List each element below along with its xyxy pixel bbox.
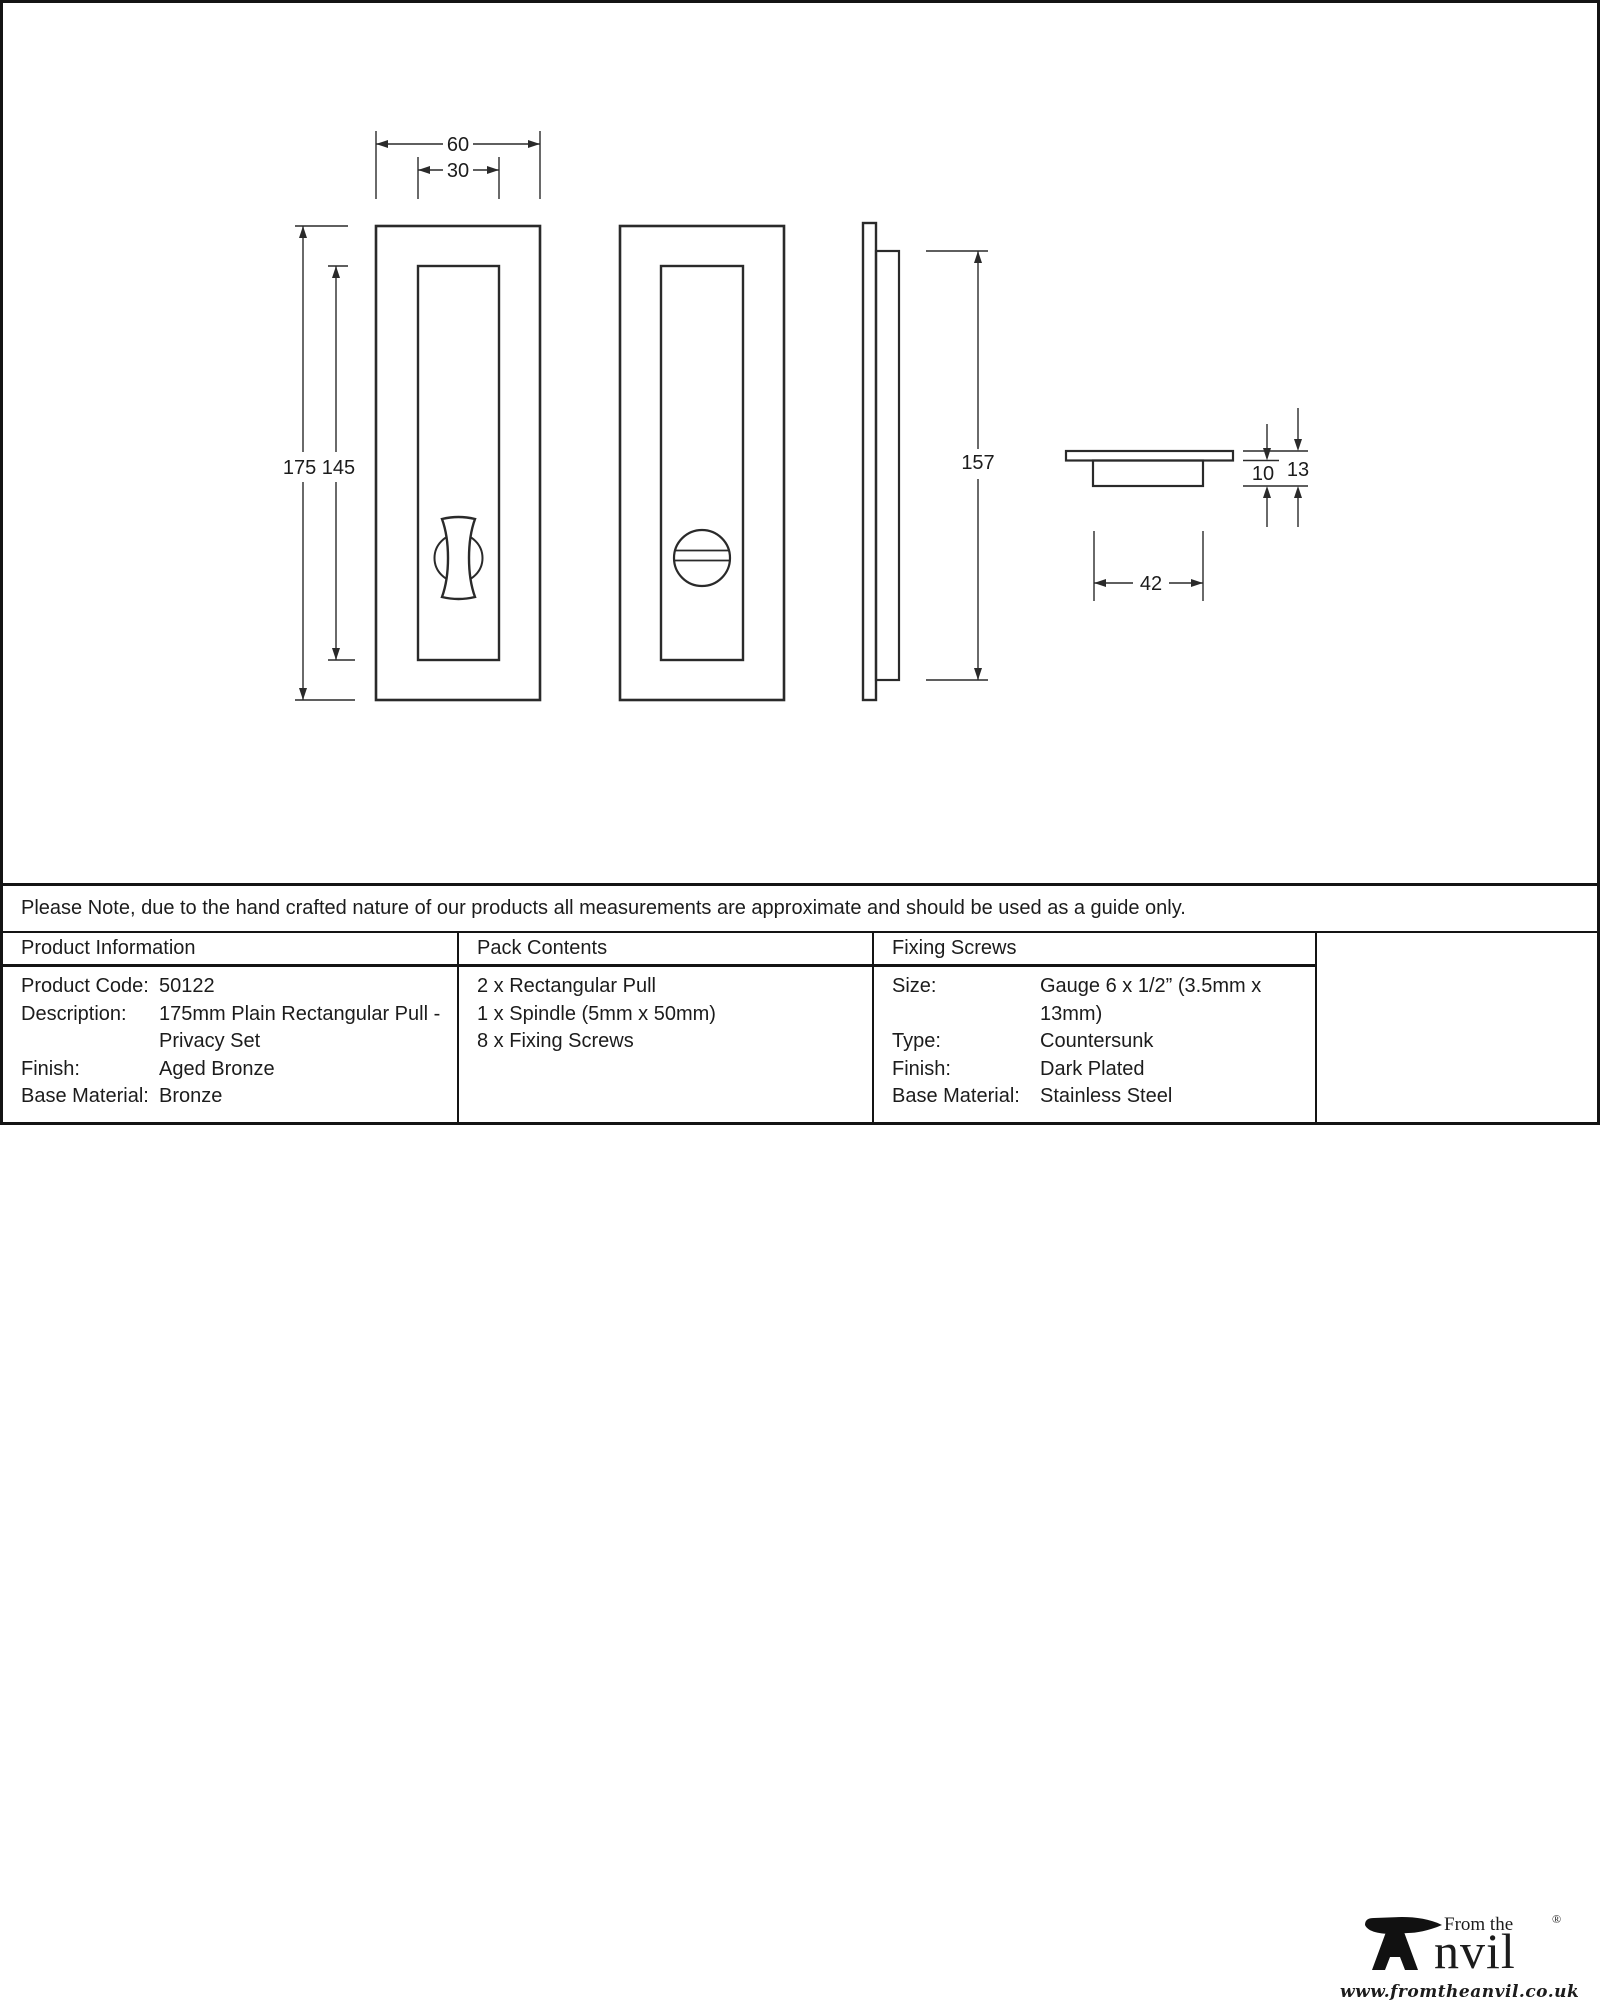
thumbturn-lever — [440, 515, 477, 601]
header-product-information: Product Information — [21, 937, 196, 959]
row-value: Gauge 6 x 1/2” (3.5mm x 13mm) — [1040, 975, 1262, 1025]
dim-heights: 175 145 — [283, 457, 355, 479]
table-row: Product Code: 50122 — [21, 973, 446, 1001]
row-label: Type: — [892, 1030, 941, 1052]
dim-inner-width: 30 — [447, 160, 469, 182]
note-row: Please Note, due to the hand crafted nat… — [0, 883, 1600, 931]
technical-drawing: 60 30 175 145 157 10 13 42 — [283, 131, 1309, 702]
row-value: Countersunk — [1040, 1030, 1154, 1052]
row-label: Description: — [21, 1002, 127, 1025]
side-view — [861, 221, 901, 702]
row-label — [21, 1028, 159, 1056]
row-label: Finish: — [21, 1057, 80, 1080]
row-label: Size: — [892, 975, 937, 997]
row-value: Stainless Steel — [1040, 1085, 1173, 1107]
logo-website-url: www.fromtheanvil.co.uk — [1340, 1982, 1580, 2002]
table-row: Finish: Aged Bronze — [21, 1056, 446, 1084]
list-item: 2 x Rectangular Pull — [477, 975, 656, 997]
dim-total-depth: 13 — [1287, 459, 1309, 481]
table-row: Base Material: Stainless Steel — [892, 1083, 1312, 1111]
table-divider-3 — [1315, 933, 1317, 1125]
logo-anvil-text: nvil — [1434, 1923, 1516, 1979]
anvil-logo-icon — [1365, 1917, 1442, 1970]
dimension-label-masks — [286, 132, 1169, 596]
row-value: 50122 — [159, 975, 215, 997]
row-value: Bronze — [159, 1085, 223, 1107]
row-label: Base Material: — [892, 1085, 1020, 1107]
coinslot-slot — [674, 549, 730, 562]
dimension-lines — [295, 131, 1308, 701]
header-fixing-screws: Fixing Screws — [892, 937, 1017, 959]
row-label: Base Material: — [21, 1085, 149, 1107]
list-item: 1 x Spindle (5mm x 50mm) — [477, 1002, 716, 1025]
row-value: Dark Plated — [1040, 1057, 1145, 1080]
product-information-cell: Product Code: 50122 Description: 175mm P… — [21, 973, 446, 1111]
dim-outer-width: 60 — [447, 134, 469, 156]
front-view-coinslot — [618, 224, 786, 702]
measurement-note: Please Note, due to the hand crafted nat… — [21, 897, 1186, 919]
row-value: Privacy Set — [159, 1030, 261, 1052]
table-row: Size: Gauge 6 x 1/2” (3.5mm x 13mm) — [892, 973, 1312, 1028]
dimension-arrowheads — [299, 140, 1302, 700]
front-view-thumbturn — [374, 224, 542, 702]
row-label: Finish: — [892, 1057, 951, 1080]
table-row: Base Material: Bronze — [21, 1083, 446, 1111]
fixing-screws-cell: Size: Gauge 6 x 1/2” (3.5mm x 13mm) Type… — [892, 973, 1312, 1111]
list-item: 8 x Fixing Screws — [477, 1030, 634, 1052]
dim-recess-depth: 10 — [1252, 463, 1274, 485]
brand-logo: From the nvil ® www.fromtheanvil.co.uk — [1340, 1908, 1580, 2008]
technical-drawing-area: 60 30 175 145 157 10 13 42 — [0, 0, 1600, 883]
pack-contents-cell: 2 x Rectangular Pull 1 x Spindle (5mm x … — [477, 973, 857, 1056]
table-header-underline — [0, 964, 1316, 967]
dim-section-width: 42 — [1140, 573, 1162, 595]
spec-table: Product Information Pack Contents Fixing… — [0, 931, 1600, 2002]
dim-side-height: 157 — [961, 452, 994, 474]
table-row: Finish: Dark Plated — [892, 1056, 1312, 1084]
table-row: Description: 175mm Plain Rectangular Pul… — [21, 1001, 446, 1029]
table-divider-1 — [457, 933, 459, 1125]
header-pack-contents: Pack Contents — [477, 937, 608, 959]
row-label: Product Code: — [21, 975, 149, 997]
table-row: Type: Countersunk — [892, 1028, 1312, 1056]
table-divider-2 — [872, 933, 874, 1125]
row-value: Aged Bronze — [159, 1057, 275, 1080]
section-view — [1064, 449, 1235, 488]
table-row: Privacy Set — [21, 1028, 446, 1056]
row-value: 175mm Plain Rectangular Pull - — [159, 1002, 441, 1025]
registered-trademark-symbol: ® — [1552, 1912, 1562, 1926]
coinslot-rose — [672, 528, 732, 588]
